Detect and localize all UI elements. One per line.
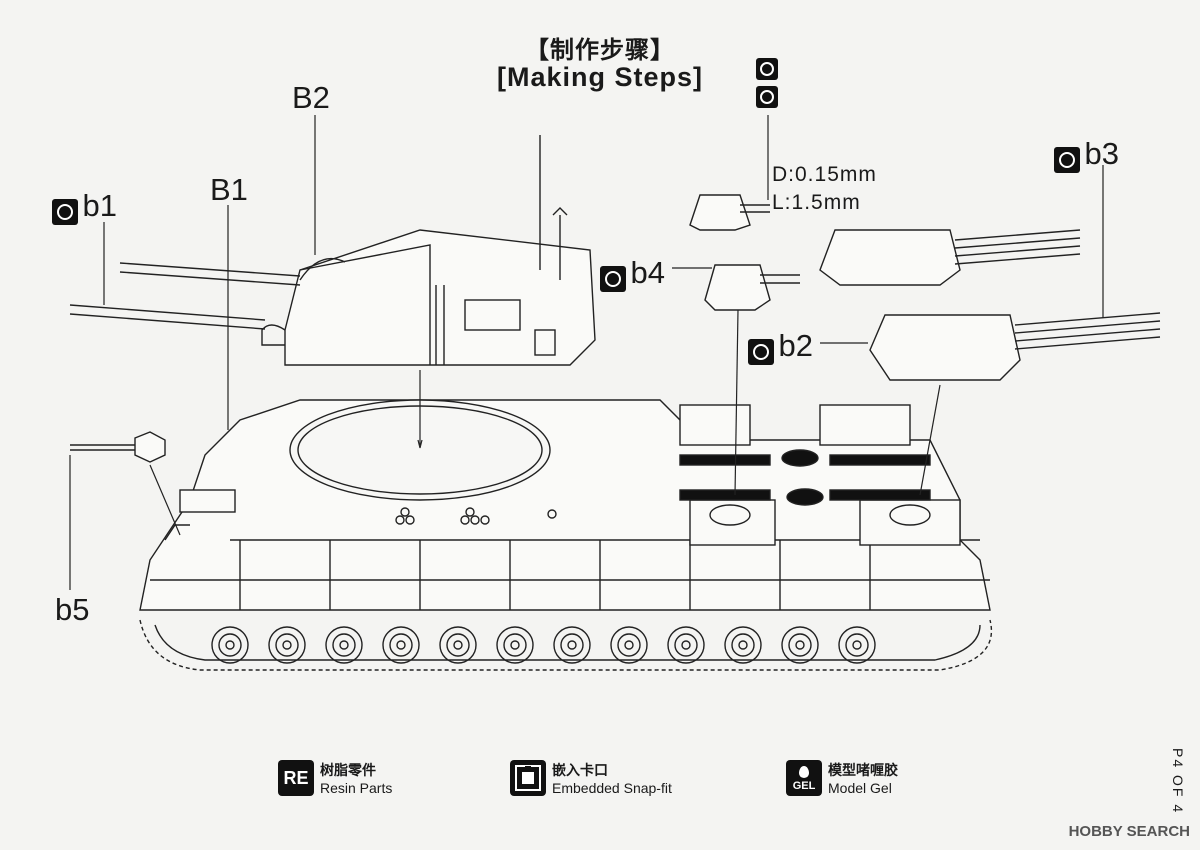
callout-b4-group: b4 xyxy=(600,255,665,292)
resin-parts-icon: RE xyxy=(278,760,314,796)
road-wheel xyxy=(282,640,292,650)
small-turret-b4 xyxy=(704,264,800,311)
callout-b3: b3 xyxy=(1084,136,1119,171)
legend-resin-en: Resin Parts xyxy=(320,780,393,796)
legend-gel-cn: 模型啫喱胶 xyxy=(828,762,898,778)
main-turret-barrels xyxy=(69,262,301,330)
road-wheel xyxy=(560,633,584,657)
main-turret xyxy=(261,229,596,366)
road-wheel xyxy=(218,633,242,657)
legend-resin-cn: 树脂零件 xyxy=(320,762,376,778)
small-turret-b4-upper xyxy=(689,194,770,231)
road-wheel xyxy=(567,640,577,650)
road-wheel xyxy=(275,633,299,657)
callout-b3-group: b3 xyxy=(1054,136,1119,173)
road-wheel xyxy=(382,626,420,664)
road-wheel xyxy=(845,633,869,657)
road-wheel xyxy=(332,633,356,657)
watermark: HOBBY SEARCH xyxy=(1068,823,1190,840)
road-wheel xyxy=(553,626,591,664)
road-wheel xyxy=(389,633,413,657)
road-wheel xyxy=(731,633,755,657)
road-wheel xyxy=(325,626,363,664)
road-wheel xyxy=(738,640,748,650)
road-wheel xyxy=(446,633,470,657)
leader-lines xyxy=(69,115,1104,590)
legend-resin-parts: RE 树脂零件 Resin Parts xyxy=(278,760,392,796)
road-wheel xyxy=(781,626,819,664)
drill-instruction-icons xyxy=(756,58,778,108)
road-wheel xyxy=(610,626,648,664)
road-wheel xyxy=(503,633,527,657)
road-wheel xyxy=(439,626,477,664)
road-wheel xyxy=(453,640,463,650)
model-gel-icon: GEL xyxy=(786,760,822,796)
legend-snap-fit: 嵌入卡口 Embedded Snap-fit xyxy=(510,760,672,796)
road-wheel xyxy=(681,640,691,650)
road-wheel xyxy=(852,640,862,650)
road-wheel xyxy=(617,633,641,657)
road-wheel xyxy=(225,640,235,650)
road-wheel xyxy=(268,626,306,664)
resin-part-icon xyxy=(52,198,78,225)
legend-gel-en: Model Gel xyxy=(828,780,892,796)
road-wheel xyxy=(496,626,534,664)
road-wheel xyxy=(788,633,812,657)
drill-icon xyxy=(756,58,778,80)
road-wheel xyxy=(724,626,762,664)
secondary-turret-b3 xyxy=(819,229,1081,286)
callout-b2-group: b2 xyxy=(748,328,813,365)
callout-B1: B1 xyxy=(210,172,248,207)
road-wheel xyxy=(510,640,520,650)
callout-b1-group: b1 xyxy=(52,188,117,225)
road-wheel xyxy=(667,626,705,664)
callout-b4: b4 xyxy=(630,255,665,290)
snap-fit-icon xyxy=(510,760,546,796)
callout-b1: b1 xyxy=(82,188,117,223)
secondary-turret-b2 xyxy=(869,312,1161,381)
drill-diameter: D:0.15mm xyxy=(772,163,877,186)
resin-part-icon xyxy=(600,265,626,292)
track-assembly xyxy=(139,619,992,671)
legend-snap-en: Embedded Snap-fit xyxy=(552,780,672,796)
title-chinese: 【制作步骤】 xyxy=(525,37,675,64)
road-wheel xyxy=(339,640,349,650)
road-wheel xyxy=(624,640,634,650)
resin-part-icon xyxy=(756,86,778,108)
page-number: P4 OF 4 xyxy=(1170,748,1186,815)
callout-B2: B2 xyxy=(292,80,330,115)
legend-model-gel: GEL 模型啫喱胶 Model Gel xyxy=(786,760,898,796)
model-gel-icon-label: GEL xyxy=(792,780,816,792)
resin-part-icon xyxy=(1054,146,1080,173)
callout-b5: b5 xyxy=(55,592,90,627)
turret-mount-boxes xyxy=(679,404,961,546)
gel-drop-icon xyxy=(799,766,809,778)
road-wheel xyxy=(838,626,876,664)
title-english: [Making Steps] xyxy=(496,62,704,92)
callout-b2: b2 xyxy=(778,328,813,363)
legend-snap-cn: 嵌入卡口 xyxy=(552,762,608,778)
road-wheel xyxy=(396,640,406,650)
drill-length: L:1.5mm xyxy=(772,191,861,214)
road-wheel xyxy=(795,640,805,650)
road-wheel xyxy=(211,626,249,664)
road-wheel xyxy=(674,633,698,657)
road-wheels xyxy=(211,626,876,664)
resin-part-icon xyxy=(748,338,774,365)
